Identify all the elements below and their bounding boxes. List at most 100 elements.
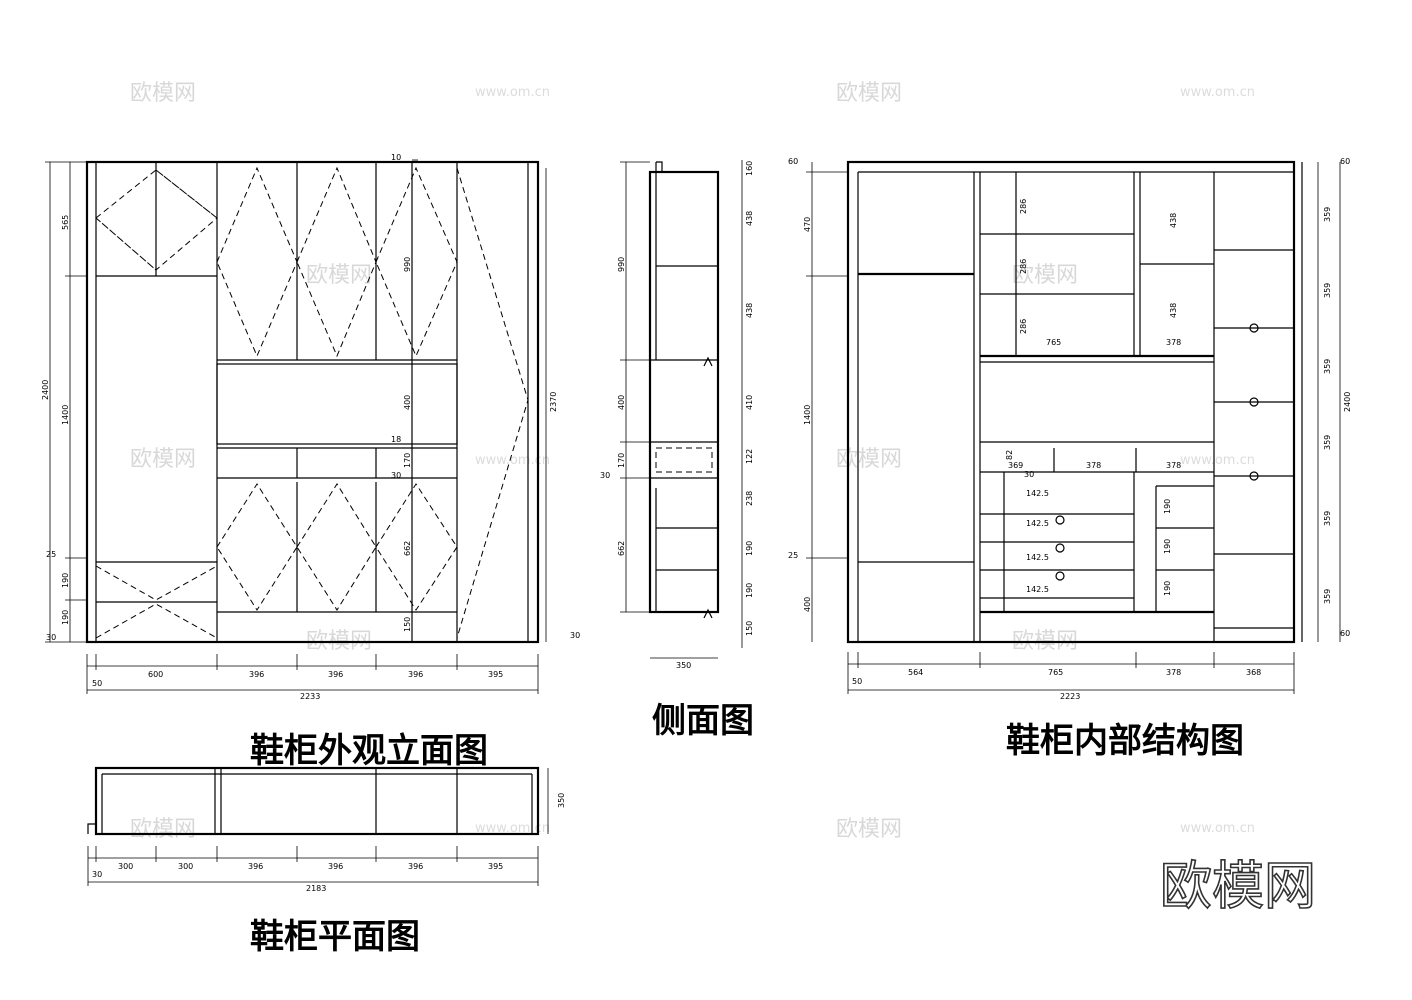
dim-text: 30 xyxy=(1024,470,1034,479)
dim-text: 170 xyxy=(403,453,412,468)
dim-text: 765 xyxy=(1046,338,1061,347)
interior-title: 鞋柜内部结构图 xyxy=(1006,721,1244,761)
door-swing xyxy=(456,167,529,639)
watermark-url: www.om.cn xyxy=(1180,85,1255,100)
dim-text: 190 xyxy=(1163,539,1172,554)
dim-text: 2370 xyxy=(549,392,558,412)
dim-text: 765 xyxy=(1048,668,1063,677)
dim-text: 400 xyxy=(617,395,626,410)
side-view: 990 400 170 30 662 160 438 438 410 122 2… xyxy=(600,160,754,670)
hanger-rod xyxy=(1249,323,1259,333)
dim-text: 142.5 xyxy=(1026,489,1049,498)
dim-text: 396 xyxy=(328,862,343,871)
dim-text: 396 xyxy=(249,670,264,679)
dim-text: 190 xyxy=(61,573,70,588)
dim-text: 50 xyxy=(852,677,862,686)
dim-text: 25 xyxy=(788,551,798,560)
dim-text: 400 xyxy=(803,597,812,612)
dim-text: 564 xyxy=(908,668,923,677)
dim-text: 30 xyxy=(46,633,56,642)
dim-text: 190 xyxy=(745,541,754,556)
watermark: 欧模网 xyxy=(130,447,196,472)
dim-text: 10 xyxy=(391,153,401,162)
dim-text: 438 xyxy=(745,211,754,226)
dim-text: 300 xyxy=(178,862,193,871)
door-swing xyxy=(216,483,458,611)
dim-text: 142.5 xyxy=(1026,585,1049,594)
watermark-url: www.om.cn xyxy=(475,85,550,100)
dim-text: 1400 xyxy=(803,405,812,425)
watermark: 欧模网 xyxy=(836,817,902,842)
dim-text: 359 xyxy=(1323,359,1332,374)
dim-text: 286 xyxy=(1019,319,1028,334)
dim-text: 142.5 xyxy=(1026,519,1049,528)
dim-text: 438 xyxy=(1169,303,1178,318)
dim-text: 396 xyxy=(328,670,343,679)
dim-text: 190 xyxy=(1163,499,1172,514)
watermarks: 欧模网 www.om.cn 欧模网 www.om.cn 欧模网 欧模网 欧模网 … xyxy=(130,81,1255,842)
brand-logo: 欧模网 xyxy=(1160,857,1316,917)
drawer xyxy=(655,447,713,473)
dim-text: 350 xyxy=(557,793,566,808)
dim-text: 60 xyxy=(1340,629,1350,638)
dim-text: 60 xyxy=(1340,157,1350,166)
dim-text: 18 xyxy=(391,435,401,444)
dim-text: 82 xyxy=(1005,450,1014,460)
dim-text: 286 xyxy=(1019,199,1028,214)
dim-text: 190 xyxy=(1163,581,1172,596)
dim-text: 30 xyxy=(600,471,610,480)
dim-text: 1400 xyxy=(61,405,70,425)
dim-text: 50 xyxy=(92,679,102,688)
dim-text: 25 xyxy=(46,550,56,559)
dim-text: 600 xyxy=(148,670,163,679)
watermark-url: www.om.cn xyxy=(1180,821,1255,836)
dim-text: 470 xyxy=(803,217,812,232)
dim-text: 122 xyxy=(745,449,754,464)
dim-text: 395 xyxy=(488,862,503,871)
hanger-rod xyxy=(1249,471,1259,481)
watermark-url: www.om.cn xyxy=(1180,453,1255,468)
watermark: 欧模网 xyxy=(130,81,196,106)
dim-text: 160 xyxy=(745,161,754,176)
plan-outline xyxy=(94,766,540,836)
dim-text: 990 xyxy=(403,257,412,272)
dim-text: 662 xyxy=(617,541,626,556)
dim-text: 990 xyxy=(617,257,626,272)
elevation-view: 2400 565 1400 25 190 190 30 10 990 400 1… xyxy=(41,153,580,701)
dim-text: 378 xyxy=(1166,668,1181,677)
dim-text: 368 xyxy=(1246,668,1261,677)
dim-text: 378 xyxy=(1166,338,1181,347)
dim-text: 359 xyxy=(1323,435,1332,450)
dim-text: 350 xyxy=(676,661,691,670)
hanger-rod xyxy=(1055,571,1065,581)
watermark: 欧模网 xyxy=(130,817,196,842)
dim-text: 30 xyxy=(92,870,102,879)
hanger-rod xyxy=(1055,543,1065,553)
elevation-outline xyxy=(85,160,540,644)
hanger-rod xyxy=(1055,515,1065,525)
top-cap xyxy=(655,161,663,172)
watermark-url: www.om.cn xyxy=(475,821,550,836)
dim-text: 565 xyxy=(61,215,70,230)
watermark: 欧模网 xyxy=(306,263,372,288)
fixing-mark xyxy=(703,356,713,619)
dim-text: 300 xyxy=(118,862,133,871)
dim-text: 238 xyxy=(745,491,754,506)
dim-text: 410 xyxy=(745,395,754,410)
door-swing xyxy=(216,166,458,358)
dim-text: 438 xyxy=(1169,213,1178,228)
dim-text: 438 xyxy=(745,303,754,318)
dim-text: 378 xyxy=(1166,461,1181,470)
dim-text: 30 xyxy=(391,471,401,480)
dim-text: 2183 xyxy=(306,884,326,893)
dim-text: 359 xyxy=(1323,589,1332,604)
dim-text: 30 xyxy=(570,631,580,640)
dim-text: 2400 xyxy=(1343,392,1352,412)
dim-text: 369 xyxy=(1008,461,1023,470)
dim-text: 359 xyxy=(1323,283,1332,298)
elevation-title: 鞋柜外观立面图 xyxy=(250,731,488,771)
dim-text: 2223 xyxy=(1060,692,1080,701)
dim-text: 2233 xyxy=(300,692,320,701)
plinth-mark xyxy=(87,823,96,834)
dim-text: 286 xyxy=(1019,259,1028,274)
